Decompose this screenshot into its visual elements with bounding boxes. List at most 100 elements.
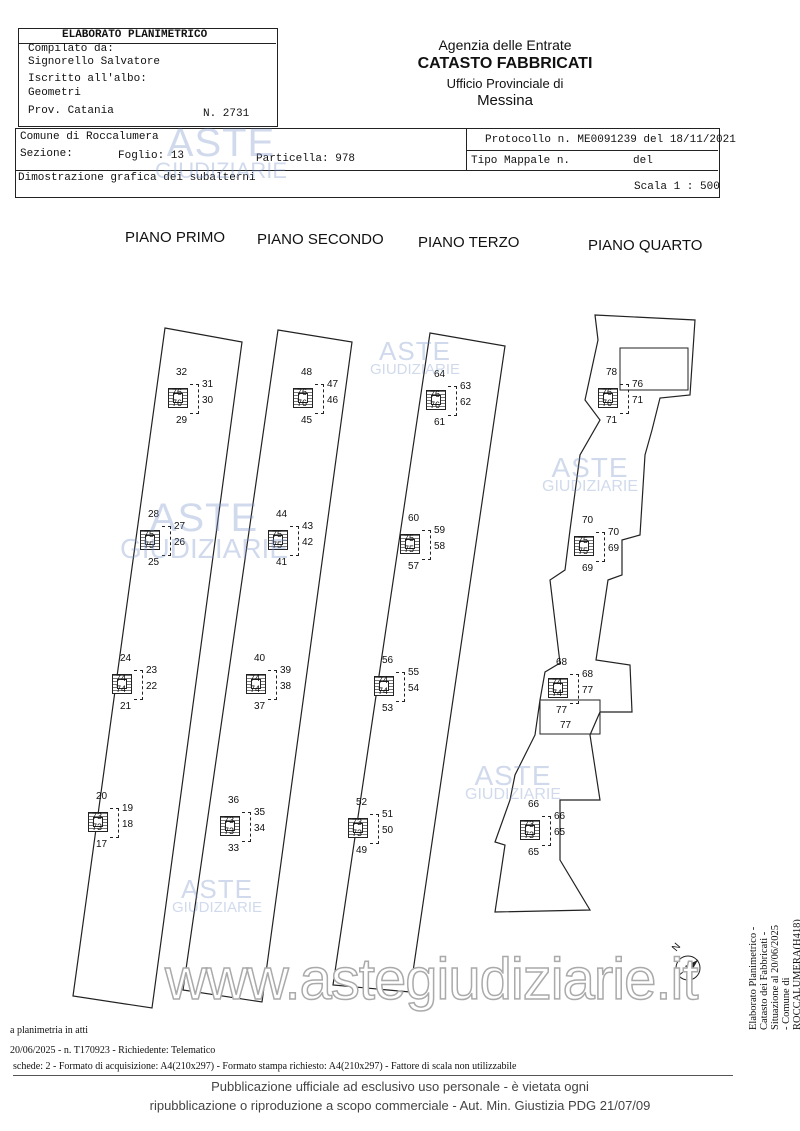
- stair-icon: [246, 674, 266, 694]
- unit-label: 77: [556, 705, 568, 716]
- unit-boundary: [268, 670, 277, 700]
- unit-label: 75: [404, 544, 415, 554]
- unit-label: 66: [528, 799, 540, 810]
- unit-boundary: [570, 674, 579, 704]
- unit-label: 73: [92, 811, 103, 821]
- unit-label: 76: [430, 400, 441, 410]
- divider: [466, 150, 718, 151]
- tipo-mappale: Tipo Mappale n.: [471, 155, 571, 167]
- unit-label: 20: [96, 791, 108, 802]
- stair-icon: [88, 812, 108, 832]
- comune: Comune di Roccalumera: [20, 131, 159, 143]
- protocollo: Protocollo n. ME0091239 del 18/11/2021: [485, 134, 736, 146]
- registration-number: N. 2731: [203, 108, 250, 120]
- room-77: [539, 699, 601, 735]
- unit-label: 31: [202, 379, 214, 390]
- unit-label: 41: [276, 557, 288, 568]
- floor-title-secondo: PIANO SECONDO: [257, 231, 384, 248]
- floor-outline-quarto: [494, 314, 696, 913]
- author-box: [18, 28, 278, 127]
- stair-icon: [293, 388, 313, 408]
- unit-label: 74: [250, 673, 261, 683]
- unit-label: 52: [356, 797, 368, 808]
- unit-label: 27: [174, 521, 186, 532]
- unit-label: 30: [202, 395, 214, 406]
- stair-icon: [520, 820, 540, 840]
- unit-label: 75: [272, 540, 283, 550]
- unit-label: 61: [434, 417, 446, 428]
- compilato-label: Compilato da:: [28, 43, 114, 55]
- unit-label: 75: [578, 535, 589, 545]
- unit-label: 71: [606, 415, 618, 426]
- floor-outline-primo: [72, 327, 243, 1009]
- unit-label: 19: [122, 803, 134, 814]
- unit-label: 55: [408, 667, 420, 678]
- unit-boundary: [315, 384, 324, 414]
- stair-icon: [220, 816, 240, 836]
- dimostrazione: Dimostrazione grafica dei subalterni: [18, 172, 256, 184]
- foglio: Foglio: 13: [118, 150, 185, 162]
- unit-label: 37: [254, 701, 266, 712]
- unit-label: 62: [460, 397, 472, 408]
- stair-icon: [348, 818, 368, 838]
- unit-label: 40: [254, 653, 266, 664]
- unit-label: 23: [146, 665, 158, 676]
- tipo-mappale-del: del: [633, 155, 653, 167]
- north-arrow-icon: [675, 955, 701, 981]
- unit-label: 38: [280, 681, 292, 692]
- unit-label: 32: [176, 367, 188, 378]
- unit-label: 75: [144, 540, 155, 550]
- unit-label: 69: [608, 543, 620, 554]
- unit-label: 76: [297, 398, 308, 408]
- unit-label: 76: [602, 387, 613, 397]
- unit-boundary: [134, 670, 143, 700]
- unit-label: 21: [120, 701, 132, 712]
- floor-title-terzo: PIANO TERZO: [418, 234, 520, 251]
- footer-line-2: 20/06/2025 - n. T170923 - Richiedente: T…: [10, 1045, 216, 1056]
- unit-label: 75: [144, 529, 155, 539]
- watermark-site: www.astegiudiziarie.it: [164, 947, 699, 1012]
- unit-boundary: [190, 384, 199, 414]
- unit-label-77: 77: [560, 720, 572, 731]
- stair-icon: [548, 678, 568, 698]
- unit-boundary: [596, 532, 605, 562]
- unit-label: 74: [378, 686, 389, 696]
- office-city: Messina: [477, 92, 533, 109]
- unit-label: 25: [148, 557, 160, 568]
- unit-label: 73: [224, 826, 235, 836]
- footer-line-3: schede: 2 - Formato di acquisizione: A4(…: [13, 1061, 517, 1072]
- unit-label: 18: [122, 819, 134, 830]
- unit-label: 68: [582, 669, 594, 680]
- department-name: CATASTO FABBRICATI: [417, 55, 593, 72]
- unit-label: 49: [356, 845, 368, 856]
- unit-label: 75: [404, 533, 415, 543]
- iscritto-value: Geometri: [28, 87, 81, 99]
- unit-boundary: [448, 386, 457, 416]
- unit-label: 76: [632, 379, 644, 390]
- unit-label: 63: [460, 381, 472, 392]
- unit-label: 47: [327, 379, 339, 390]
- unit-label: 74: [250, 684, 261, 694]
- floor-outline-terzo: [332, 332, 506, 993]
- unit-label: 26: [174, 537, 186, 548]
- unit-boundary: [290, 526, 299, 556]
- stair-icon: [140, 530, 160, 550]
- unit-label: 69: [582, 563, 594, 574]
- unit-label: 71: [632, 395, 644, 406]
- unit-label: 77: [582, 685, 594, 696]
- stair-icon: [112, 674, 132, 694]
- iscritto-label: Iscritto all'albo:: [28, 73, 147, 85]
- unit-label: 68: [556, 657, 568, 668]
- document-title: ELABORATO PLANIMETRICO: [62, 29, 208, 41]
- stair-icon: [426, 390, 446, 410]
- unit-label: 50: [382, 825, 394, 836]
- unit-label: 58: [434, 541, 446, 552]
- divider: [18, 43, 276, 44]
- scale: Scala 1 : 500: [634, 181, 720, 193]
- unit-boundary: [162, 526, 171, 556]
- unit-label: 73: [92, 822, 103, 832]
- unit-label: 73: [524, 819, 535, 829]
- divider: [13, 1075, 733, 1076]
- unit-label: 74: [116, 684, 127, 694]
